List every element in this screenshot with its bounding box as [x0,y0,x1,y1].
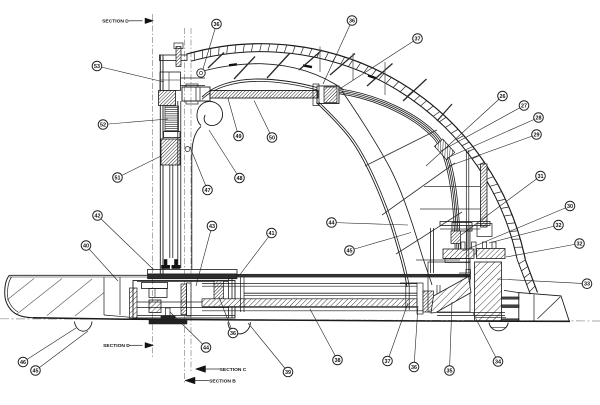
svg-text:32: 32 [556,223,562,229]
svg-text:47: 47 [205,188,211,194]
svg-text:39: 39 [285,370,291,376]
svg-text:36: 36 [349,18,355,24]
svg-text:42: 42 [95,213,101,219]
svg-text:30: 30 [567,204,573,210]
svg-text:45: 45 [33,368,39,374]
svg-text:45: 45 [347,248,353,254]
svg-text:36: 36 [214,22,220,28]
svg-text:43: 43 [209,224,215,230]
svg-text:27: 27 [521,103,527,109]
svg-text:29: 29 [534,132,540,138]
svg-text:53: 53 [94,64,100,70]
svg-text:28: 28 [536,115,542,121]
svg-text:46: 46 [20,360,26,366]
svg-text:32: 32 [577,241,583,247]
svg-text:SECTION D: SECTION D [102,19,129,25]
svg-text:49: 49 [236,134,242,140]
svg-text:40: 40 [83,243,89,249]
svg-text:37: 37 [385,359,391,365]
svg-text:44: 44 [329,220,335,226]
svg-text:52: 52 [100,122,106,128]
svg-text:35: 35 [447,368,453,374]
svg-text:SECTION B: SECTION B [209,379,236,385]
svg-text:34: 34 [495,359,501,365]
svg-text:36: 36 [411,365,417,371]
svg-text:48: 48 [237,176,243,182]
svg-text:36: 36 [230,331,236,337]
svg-text:SECTION D: SECTION D [103,343,130,349]
svg-text:26: 26 [500,94,506,100]
svg-text:31: 31 [538,174,544,180]
svg-text:50: 50 [269,135,275,141]
svg-text:38: 38 [335,358,341,364]
svg-text:44: 44 [203,345,209,351]
svg-text:51: 51 [115,175,121,181]
svg-text:SECTION C: SECTION C [220,367,247,373]
svg-text:33: 33 [584,282,590,288]
svg-text:41: 41 [269,231,275,237]
svg-text:37: 37 [415,36,421,42]
